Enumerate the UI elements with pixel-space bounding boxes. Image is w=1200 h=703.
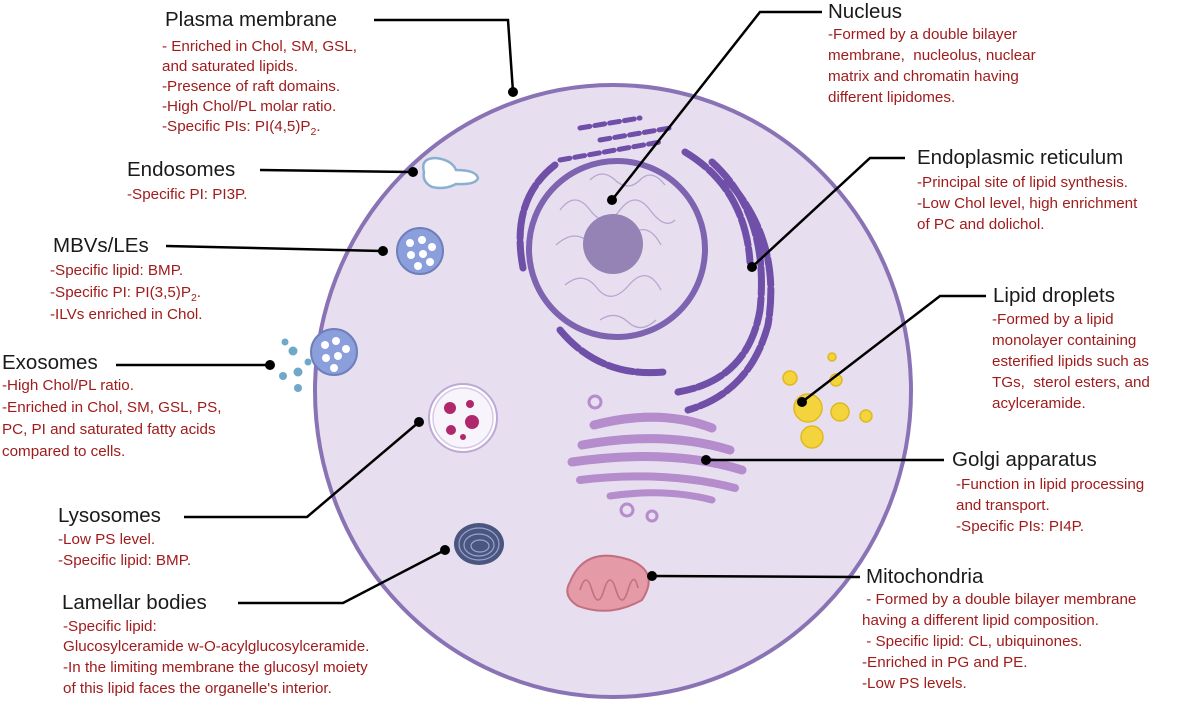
lamellar-bodies-title: Lamellar bodies — [62, 591, 207, 614]
mvb-late-endosome — [396, 227, 444, 275]
nucleus-line-1: -Formed by a double bilayer — [828, 26, 1018, 43]
lipid-droplets-line-1: -Formed by a lipid — [992, 311, 1114, 328]
golgi-line-3: -Specific PIs: PI4P. — [956, 518, 1085, 535]
mitochondria-line-4: -Enriched in PG and PE. — [862, 654, 1028, 671]
nucleus-title: Nucleus — [828, 0, 903, 23]
lysosome — [428, 383, 498, 453]
plasma-membrane-line-2: and saturated lipids. — [162, 58, 298, 75]
lamellar-bodies-line-3: -In the limiting membrane the glucosyl m… — [63, 659, 368, 676]
mitochondrion — [566, 554, 650, 612]
leader-er — [751, 156, 905, 268]
leader-mbvs — [165, 244, 384, 253]
golgi-line-2: and transport. — [956, 497, 1050, 514]
lysosomes-line-2: -Specific lipid: BMP. — [58, 552, 192, 569]
leader-nucleus — [611, 10, 822, 201]
er-title: Endoplasmic reticulum — [917, 146, 1124, 169]
lamellar-bodies-line-4: of this lipid faces the organelle's inte… — [63, 680, 332, 697]
plasma-membrane-line-3: -Presence of raft domains. — [162, 78, 341, 95]
exosome-mvb — [310, 328, 358, 376]
endosomes-line-1: -Specific PI: PI3P. — [127, 186, 248, 203]
golgi-line-1: -Function in lipid processing — [956, 476, 1145, 493]
lipid-droplets-line-2: monolayer containing — [992, 332, 1137, 349]
lipid-droplets-line-4: TGs, sterol esters, and — [992, 374, 1150, 391]
nucleus-line-3: matrix and chromatin having — [828, 68, 1019, 85]
exosomes-line-1: -High Chol/PL ratio. — [2, 377, 134, 394]
leader-lamellar-bodies — [238, 548, 446, 605]
lipid-droplets-line-5: acylceramide. — [992, 395, 1086, 412]
lamellar-body — [454, 523, 504, 565]
lysosomes-title: Lysosomes — [58, 504, 161, 527]
endosome — [422, 156, 480, 190]
er-line-1: -Principal site of lipid synthesis. — [917, 174, 1129, 191]
endosomes-title: Endosomes — [127, 158, 236, 181]
lysosomes-line-1: -Low PS level. — [58, 531, 156, 548]
golgi-apparatus — [567, 394, 747, 523]
exosomes-line-2: -Enriched in Chol, SM, GSL, PS, — [2, 399, 222, 416]
er-upper-cisternae — [557, 115, 673, 163]
lamellar-bodies-line-1: -Specific lipid: — [63, 618, 157, 635]
leader-mitochondria — [651, 574, 861, 579]
exosomes-line-3: PC, PI and saturated fatty acids — [2, 421, 216, 438]
leader-endosomes — [259, 168, 414, 174]
nucleus-line-2: membrane, nucleolus, nuclear — [828, 47, 1036, 64]
exosomes-title: Exosomes — [2, 351, 98, 374]
endoplasmic-reticulum — [516, 148, 775, 414]
mitochondria-line-1: - Formed by a double bilayer membrane — [862, 591, 1137, 608]
lipid-droplets-line-3: esterified lipids such as — [992, 353, 1150, 370]
nucleus-line-4: different lipidomes. — [828, 89, 956, 106]
nucleolus — [583, 214, 643, 274]
leader-lines — [116, 10, 986, 605]
plasma-membrane-line-4: -High Chol/PL molar ratio. — [162, 98, 337, 115]
golgi-title: Golgi apparatus — [952, 448, 1097, 471]
mbvs-line-2: -Specific PI: PI(3,5)P2. — [50, 284, 202, 305]
er-line-2: -Low Chol level, high enrichment — [917, 195, 1138, 212]
exosome-vesicles — [279, 338, 312, 392]
lamellar-bodies-line-2: Glucosylceramide w-O-acylglucosylceramid… — [63, 638, 370, 655]
er-line-3: of PC and dolichol. — [917, 216, 1045, 233]
leader-lipid-droplets — [801, 294, 986, 403]
exosomes-line-4: compared to cells. — [2, 443, 126, 460]
mitochondria-title: Mitochondria — [866, 565, 984, 588]
mbvs-line-3: -ILVs enriched in Chol. — [50, 306, 203, 323]
leader-plasma-membrane — [374, 18, 515, 93]
plasma-membrane-line-1: - Enriched in Chol, SM, GSL, — [162, 38, 357, 55]
mitochondria-line-5: -Low PS levels. — [862, 675, 967, 692]
lipid-droplets-title: Lipid droplets — [993, 284, 1115, 307]
leader-lysosomes — [184, 421, 420, 519]
mitochondria-line-2: having a different lipid composition. — [862, 612, 1099, 629]
plasma-membrane-line-5: -Specific PIs: PI(4,5)P2. — [162, 118, 321, 139]
plasma-membrane-title: Plasma membrane — [165, 8, 338, 31]
mbvs-line-1: -Specific lipid: BMP. — [50, 262, 184, 279]
leader-dots — [265, 87, 807, 581]
mitochondria-line-3: - Specific lipid: CL, ubiquinones. — [862, 633, 1083, 650]
mbvs-title: MBVs/LEs — [53, 234, 149, 257]
